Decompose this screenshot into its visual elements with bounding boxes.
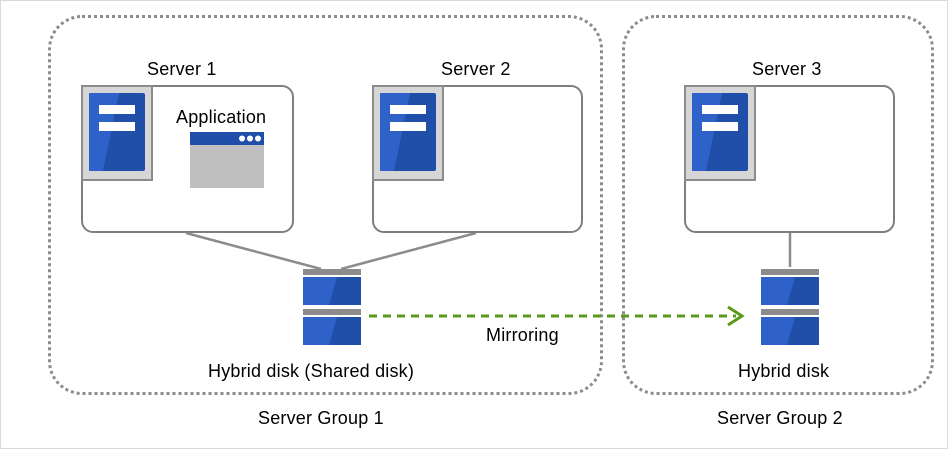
- shared-disk-label: Hybrid disk (Shared disk): [208, 361, 415, 381]
- server-group-2-label: Server Group 2: [717, 408, 843, 428]
- server-tower-icon: [89, 93, 145, 171]
- server-3-tower-icon: [684, 85, 756, 181]
- server-group-1-box: [48, 15, 603, 395]
- remote-hybrid-disk-icon: [761, 269, 819, 345]
- server-group-1-label: Server Group 1: [258, 408, 384, 428]
- server-3-label: Server 3: [752, 59, 822, 79]
- server-2-tower-icon: [372, 85, 444, 181]
- application-label: Application: [176, 107, 267, 127]
- server-1-label: Server 1: [147, 59, 217, 79]
- server-1-tower-icon: [81, 85, 153, 181]
- server2-to-disk-line: [340, 231, 477, 271]
- server-group-2-box: [622, 15, 934, 395]
- server1-to-disk-line: [185, 231, 322, 271]
- server-2-label: Server 2: [441, 59, 511, 79]
- mirroring-label: Mirroring: [486, 325, 559, 345]
- server-tower-icon: [692, 93, 748, 171]
- server-tower-icon: [380, 93, 436, 171]
- mirroring-arrowhead-icon: [727, 305, 745, 327]
- remote-disk-label: Hybrid disk: [738, 361, 830, 381]
- shared-hybrid-disk-icon: [303, 269, 361, 345]
- application-window-icon: [190, 132, 264, 188]
